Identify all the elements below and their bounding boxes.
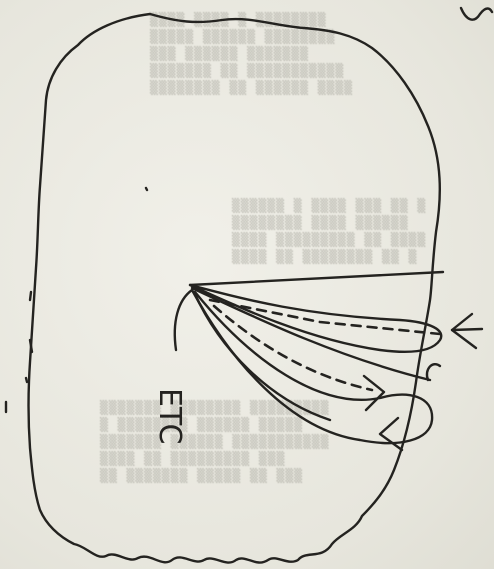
ray-arrow-head-4 (380, 418, 402, 450)
right-edge-hook (427, 364, 440, 380)
label-stem (175, 290, 192, 350)
dot-mark (26, 378, 27, 382)
ray-arrow-shaft-2 (452, 329, 482, 330)
dashed-arrow-head-2 (364, 376, 384, 410)
corner-curl-mark (461, 8, 492, 20)
dot-mark (146, 188, 147, 190)
blob-outline (29, 14, 440, 563)
ray-line-1 (190, 272, 443, 285)
etc-label: ETC (152, 388, 187, 444)
dashed-ray-2 (214, 306, 372, 390)
